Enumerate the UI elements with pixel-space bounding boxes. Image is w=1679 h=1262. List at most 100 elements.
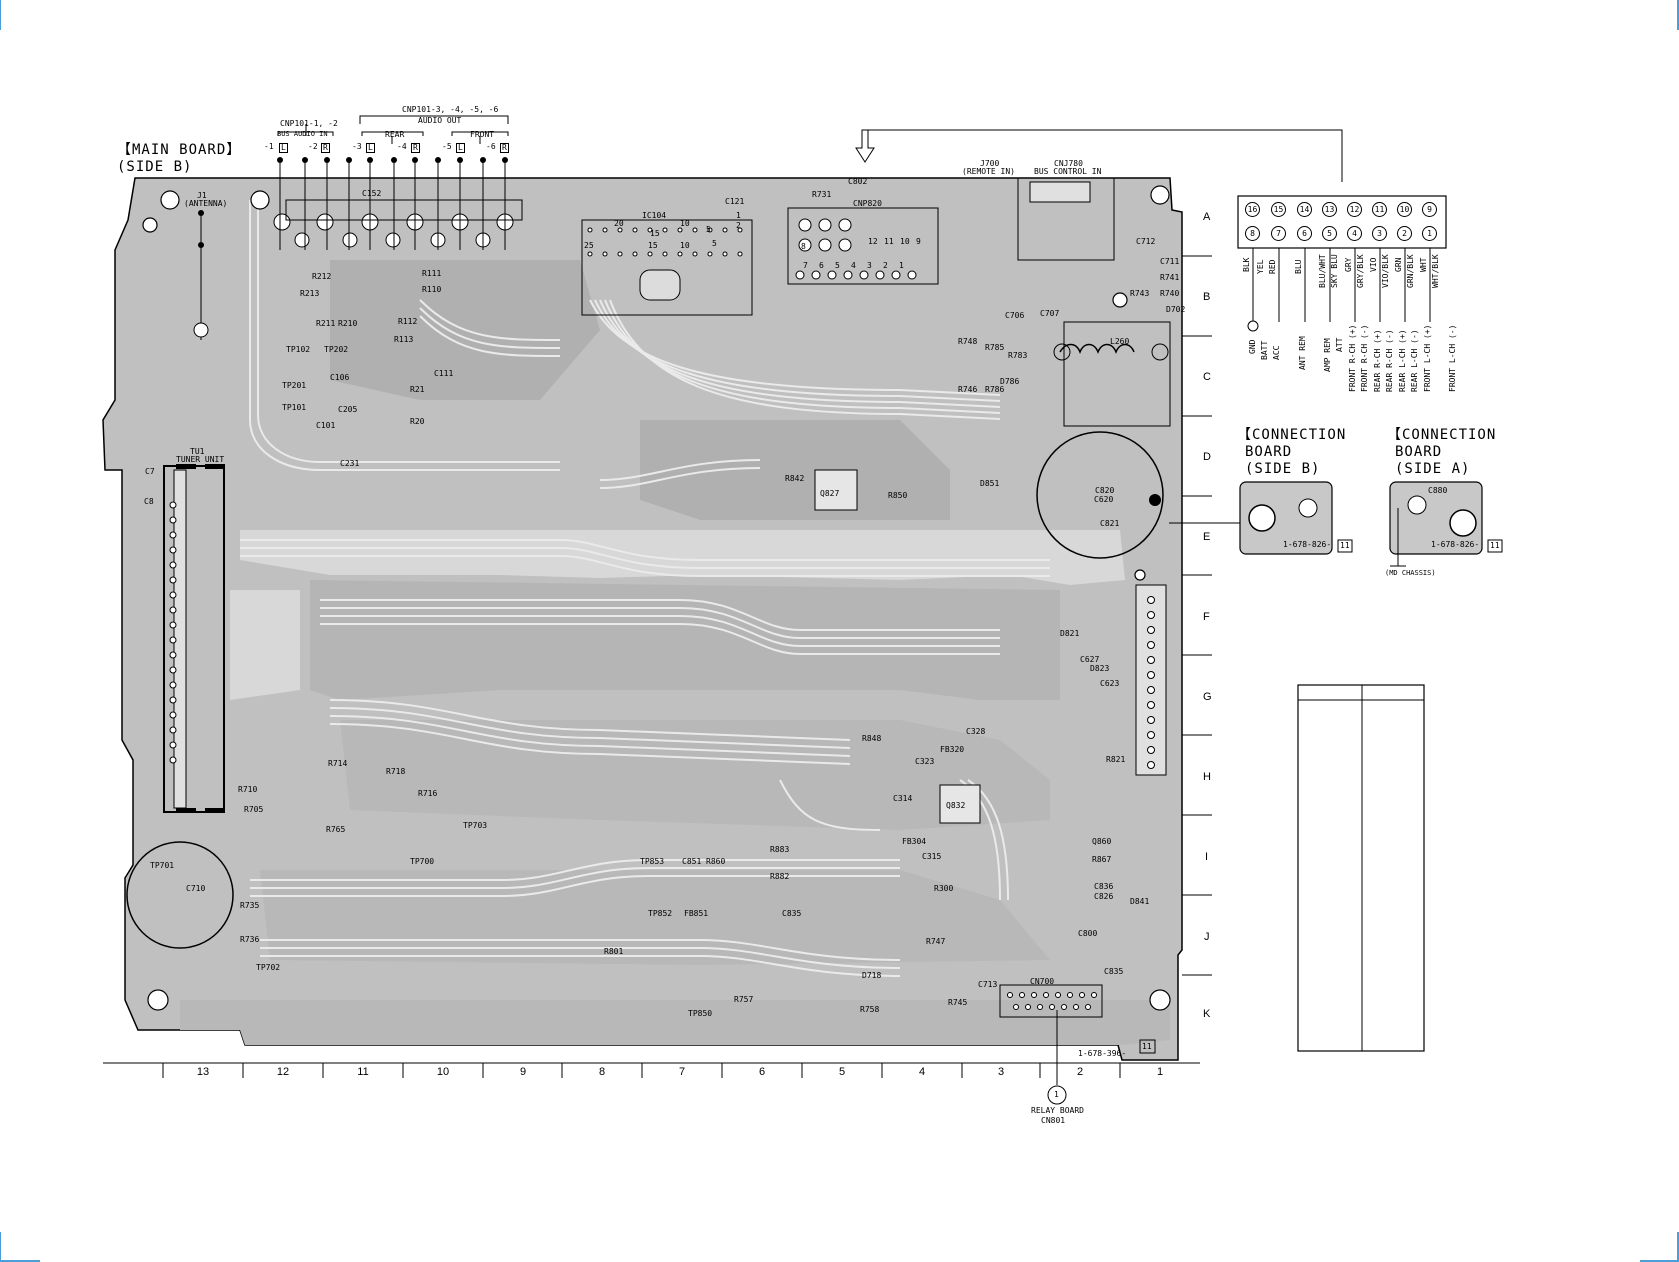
- signal-label: AMP REM: [1323, 338, 1332, 372]
- part-label: D702: [1166, 305, 1186, 314]
- part-label: TP850: [688, 1009, 713, 1018]
- part-label: R786: [985, 385, 1005, 394]
- connection-b-version: 11: [1340, 541, 1350, 550]
- cnp-pin: 10: [900, 237, 910, 246]
- part-label: R765: [326, 825, 346, 834]
- audio-out-ref: CNP101-3, -4, -5, -6: [402, 105, 499, 114]
- part-label: FB851: [684, 909, 709, 918]
- wire-color: YEL: [1256, 259, 1265, 274]
- part-label: R745: [948, 998, 968, 1007]
- part-label: R735: [240, 901, 260, 910]
- part-label: Q827: [820, 489, 840, 498]
- grid-col-label: 6: [758, 1066, 766, 1078]
- part-label: C106: [330, 373, 350, 382]
- wire-color: VIO: [1369, 257, 1378, 272]
- harness-pin: 15: [1271, 202, 1286, 217]
- part-label: D823: [1090, 664, 1110, 673]
- signal-label: REAR R-CH (+): [1373, 329, 1382, 392]
- grid-row-label: E: [1203, 531, 1211, 543]
- board-side: (SIDE B): [117, 159, 193, 175]
- part-label: R718: [386, 767, 406, 776]
- part-label: R21: [410, 385, 425, 394]
- part-label: FB304: [902, 837, 927, 846]
- connection-b-side: (SIDE B): [1245, 461, 1321, 477]
- harness-pin: 16: [1245, 202, 1260, 217]
- part-label: TP703: [463, 821, 488, 830]
- part-label: D786: [1000, 377, 1020, 386]
- part-label: R705: [244, 805, 264, 814]
- pin-label: R: [321, 143, 330, 153]
- board-title: 【MAIN BOARD】: [117, 142, 242, 158]
- part-label: C627: [1080, 655, 1100, 664]
- part-label: C710: [186, 884, 206, 893]
- signal-label: REAR R-CH (-): [1385, 329, 1394, 392]
- grid-row-label: B: [1203, 291, 1211, 303]
- part-label: R741: [1160, 273, 1180, 282]
- part-label: C712: [1136, 237, 1156, 246]
- connection-a-title: 【CONNECTION: [1387, 427, 1497, 443]
- signal-label: ACC: [1272, 345, 1281, 360]
- bus-audio-name: BUS AUDIO IN: [277, 130, 328, 138]
- part-label: R714: [328, 759, 348, 768]
- ic-pin: 20: [614, 219, 624, 228]
- part-label: TP852: [648, 909, 673, 918]
- grid-col-label: 13: [196, 1066, 210, 1078]
- audio-out-name: AUDIO OUT: [418, 116, 462, 125]
- grid-col-label: 8: [598, 1066, 606, 1078]
- part-label: R112: [398, 317, 418, 326]
- audio-front-label: FRONT: [470, 130, 495, 139]
- wire-color: SKY BLU: [1330, 254, 1339, 288]
- part-label: C820: [1095, 486, 1115, 495]
- l260-label: L260: [1110, 337, 1130, 346]
- part-label: R111: [422, 269, 442, 278]
- grid-col-label: 11: [357, 1066, 369, 1078]
- cnp-pin: 2: [883, 261, 888, 270]
- grid-row-label: A: [1203, 211, 1211, 223]
- part-label: TP102: [286, 345, 311, 354]
- part-label: R716: [418, 789, 438, 798]
- part-label: C8: [144, 497, 154, 506]
- harness-pin: 13: [1322, 202, 1337, 217]
- part-label: D851: [980, 479, 1000, 488]
- part-label: R211: [316, 319, 336, 328]
- harness-pin: 14: [1297, 202, 1312, 217]
- cnp-pin: 3: [867, 261, 872, 270]
- wire-color: BLU: [1294, 259, 1303, 274]
- ic-label: IC104: [642, 211, 667, 220]
- ic-pin: 5: [706, 225, 711, 234]
- part-label: R783: [1008, 351, 1028, 360]
- part-label: R731: [812, 190, 832, 199]
- part-label: R740: [1160, 289, 1180, 298]
- signal-label: REAR L-CH (-): [1410, 329, 1419, 392]
- cnp-pin: 9: [916, 237, 921, 246]
- part-label: R736: [240, 935, 260, 944]
- part-label: R757: [734, 995, 754, 1004]
- part-label: Q860: [1092, 837, 1112, 846]
- part-label: C328: [966, 727, 986, 736]
- wire-color: GRY/BLK: [1356, 254, 1365, 288]
- grid-row-label: C: [1203, 371, 1211, 383]
- part-label: C323: [915, 757, 935, 766]
- connection-a-chassis: (MD CHASSIS): [1385, 569, 1436, 577]
- part-label: D821: [1060, 629, 1080, 638]
- part-label: C802: [848, 177, 868, 186]
- pin-label: -1: [264, 142, 274, 151]
- cn700-label: CN700: [1030, 977, 1055, 986]
- ic-pin: 25: [584, 241, 594, 250]
- harness-pin: 7: [1271, 226, 1286, 241]
- grid-col-label: 10: [436, 1066, 450, 1078]
- part-label: R110: [422, 285, 442, 294]
- part-label: TP101: [282, 403, 307, 412]
- grid-row-label: K: [1203, 1008, 1211, 1020]
- board-version: 11: [1142, 1042, 1152, 1051]
- signal-label: GND: [1248, 339, 1257, 354]
- ic-pin: 5: [712, 239, 717, 248]
- part-label: TP701: [150, 861, 175, 870]
- wire-color: BLU/WHT: [1318, 254, 1327, 288]
- wire-color: GRN: [1394, 257, 1403, 272]
- grid-col-label: 7: [678, 1066, 686, 1078]
- part-label: C7: [145, 467, 155, 476]
- signal-label: FRONT R-CH (-): [1360, 324, 1369, 392]
- part-label: C835: [1104, 967, 1124, 976]
- ic-pin: 2: [736, 221, 741, 230]
